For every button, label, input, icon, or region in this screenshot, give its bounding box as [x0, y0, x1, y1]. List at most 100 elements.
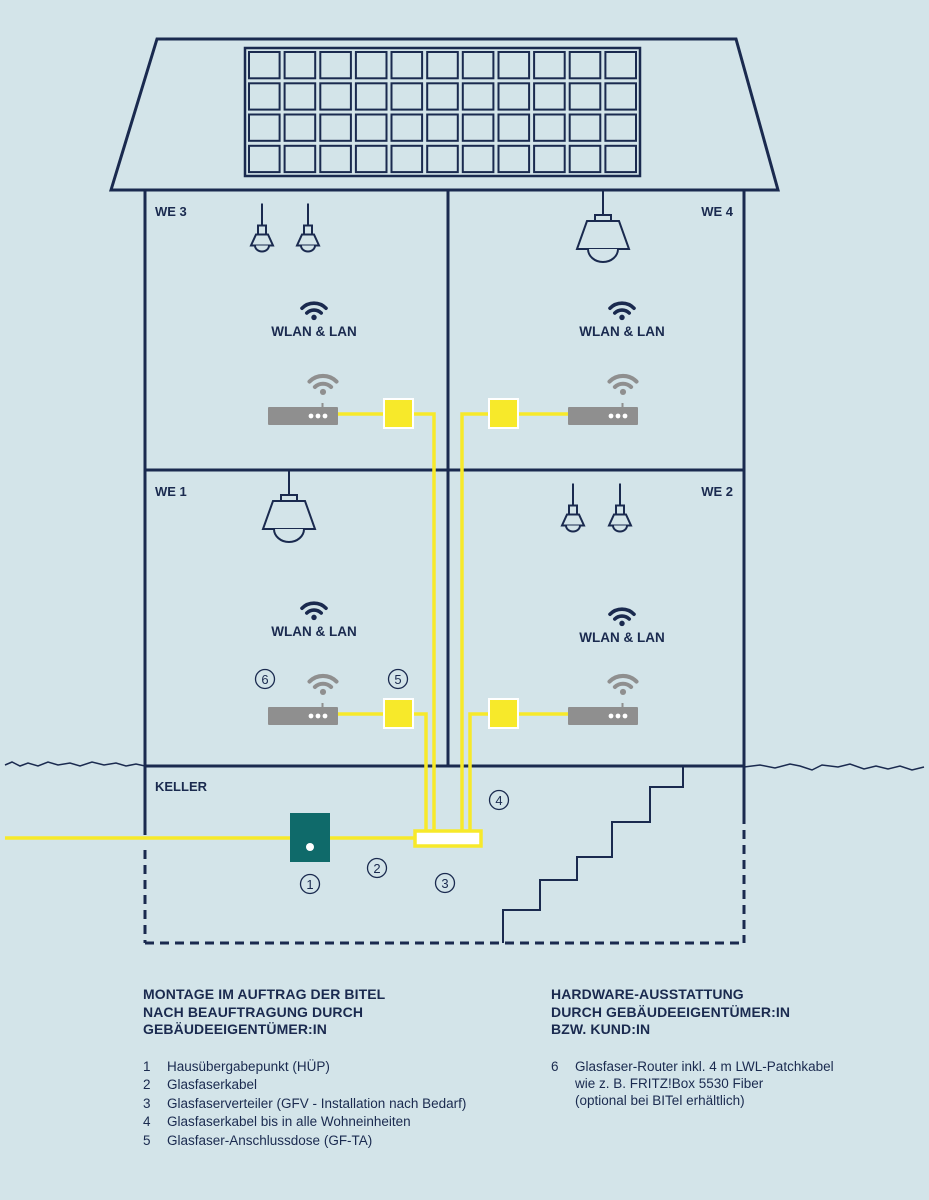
solar-cell [497, 144, 531, 174]
ceiling-lamp-icon [262, 471, 316, 543]
solar-cell [283, 144, 317, 174]
fiber-socket-icon [383, 398, 414, 429]
solar-cell [283, 82, 317, 111]
solar-cell [354, 82, 388, 111]
legend-item: 6 Glasfaser-Router inkl. 4 m LWL-Patchka… [551, 1058, 911, 1109]
unit-label-keller: KELLER [155, 779, 208, 794]
building-walls [111, 188, 778, 835]
solar-cell [248, 51, 281, 80]
legend-item: 2 Glasfaserkabel [143, 1076, 533, 1093]
unit-label-we4: WE 4 [701, 204, 734, 219]
solar-cell [497, 113, 531, 142]
legend-hardware-heading: HARDWARE-AUSSTATTUNG DURCH GEBÄUDEEIGENT… [551, 986, 911, 1039]
solar-cell [283, 51, 317, 80]
solar-cell [533, 113, 566, 142]
marker-2: 2 [366, 857, 388, 879]
solar-cell [497, 51, 531, 80]
solar-cell [426, 144, 459, 174]
wlan-lan-label: WLAN & LAN [579, 630, 664, 645]
solar-cell [497, 82, 531, 111]
ceiling-lamp-icon [607, 482, 633, 533]
svg-text:6: 6 [261, 672, 268, 687]
solar-cell [461, 144, 495, 174]
fiber-socket-icon [488, 698, 519, 729]
router-icon [268, 403, 338, 425]
wifi-icon [608, 607, 636, 627]
legend-item-number: 1 [143, 1058, 151, 1074]
wifi-icon [300, 301, 328, 321]
legend-item: 4 Glasfaserkabel bis in alle Wohneinheit… [143, 1113, 533, 1130]
unit-label-we3: WE 3 [155, 204, 187, 219]
solar-cell [319, 113, 352, 142]
staircase-icon [502, 766, 684, 943]
legend-item-number: 5 [143, 1132, 151, 1148]
heading-line: GEBÄUDEEIGENTÜMER:IN [143, 1021, 328, 1037]
wifi-icon [608, 301, 636, 321]
marker-6: 6 [254, 668, 276, 690]
router-wifi-icon [610, 676, 637, 695]
solar-cell [604, 144, 638, 174]
solar-panel-icon [243, 46, 642, 178]
solar-cell [283, 113, 317, 142]
solar-cell [533, 82, 566, 111]
ground-line-right [743, 763, 925, 771]
solar-cell [354, 113, 388, 142]
marker-5: 5 [387, 668, 409, 690]
legend-item: 1 Hausübergabepunkt (HÜP) [143, 1058, 533, 1075]
solar-cell [568, 51, 602, 80]
legend-installation-heading: MONTAGE IM AUFTRAG DER BITEL NACH BEAUFT… [143, 986, 533, 1039]
ceiling-lamp-icon [295, 202, 321, 253]
wlan-lan-label: WLAN & LAN [271, 324, 356, 339]
ground-line-left [4, 761, 146, 767]
solar-cell [568, 144, 602, 174]
solar-cell [604, 51, 638, 80]
wlan-lan-label: WLAN & LAN [579, 324, 664, 339]
solar-cell [426, 51, 459, 80]
fiber-socket-icon [488, 398, 519, 429]
solar-cell [604, 82, 638, 111]
ceiling-lamp-icon [576, 191, 630, 263]
legend-item-line: Glasfaser-Router inkl. 4 m LWL-Patchkabe… [575, 1058, 834, 1074]
solar-cell [319, 144, 352, 174]
solar-cell [248, 144, 281, 174]
legend-hardware: HARDWARE-AUSSTATTUNG DURCH GEBÄUDEEIGENT… [551, 986, 911, 1110]
heading-line: MONTAGE IM AUFTRAG DER BITEL [143, 986, 386, 1002]
legend-item-text: Glasfaserkabel bis in alle Wohneinheiten [167, 1114, 411, 1129]
solar-cell [390, 51, 424, 80]
fiber-cables [5, 412, 568, 840]
distributor-icon [413, 829, 483, 848]
legend-hardware-list: 6 Glasfaser-Router inkl. 4 m LWL-Patchka… [551, 1058, 911, 1109]
solar-cell [533, 144, 566, 174]
legend-installation-list: 1 Hausübergabepunkt (HÜP) 2 Glasfaserkab… [143, 1058, 533, 1149]
solar-cell [319, 51, 352, 80]
solar-cell [533, 51, 566, 80]
legend-item-line: wie z. B. FRITZ!Box 5530 Fiber [575, 1075, 764, 1091]
solar-cell [461, 82, 495, 111]
solar-cell [568, 82, 602, 111]
solar-cell [248, 82, 281, 111]
solar-cell [426, 113, 459, 142]
house-network-diagram: WE 3 WE 4 WE 1 WE 2 KELLER WLAN & LAN WL… [4, 37, 925, 945]
solar-cell [354, 51, 388, 80]
solar-cell [354, 144, 388, 174]
legend-item-text: Glasfaserkabel [167, 1077, 258, 1092]
unit-label-we2: WE 2 [701, 484, 733, 499]
router-icon [568, 703, 638, 725]
wlan-lan-label: WLAN & LAN [271, 624, 356, 639]
solar-cell [604, 113, 638, 142]
solar-cell [390, 82, 424, 111]
unit-label-we1: WE 1 [155, 484, 187, 499]
wifi-icon [300, 601, 328, 621]
legend-installation: MONTAGE IM AUFTRAG DER BITEL NACH BEAUFT… [143, 986, 533, 1150]
solar-cell [390, 144, 424, 174]
legend-item-number: 3 [143, 1095, 151, 1111]
router-icon [268, 703, 338, 725]
solar-cell [461, 51, 495, 80]
legend-item-number: 4 [143, 1114, 151, 1129]
legend-item-line: (optional bei BITel erhältlich) [575, 1092, 745, 1108]
solar-cell [461, 113, 495, 142]
router-icon [568, 403, 638, 425]
svg-text:4: 4 [495, 793, 502, 808]
legend-item: 5 Glasfaser-Anschlussdose (GF-TA) [143, 1132, 533, 1149]
basement-outline [143, 815, 746, 945]
